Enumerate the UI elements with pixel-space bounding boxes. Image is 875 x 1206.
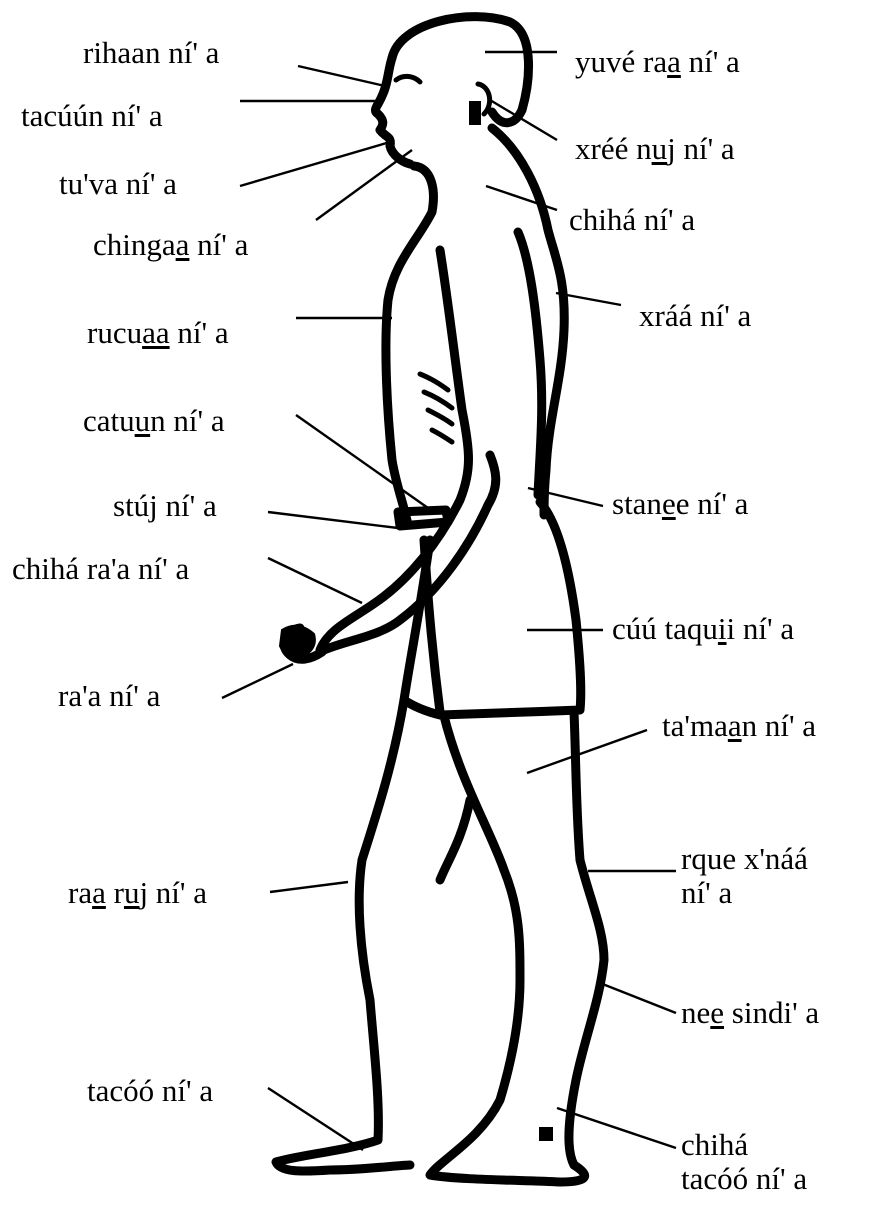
label-tacuun: tacúún ní' a [21,99,163,133]
label-chiha: chihá ní' a [569,203,695,237]
label-text-segment: stúj ní' a [113,488,217,523]
label-text-segment: tu'va ní' a [59,166,177,201]
label-catuun: catuun ní' a [83,404,225,438]
label-text-segment: j ní' a [667,131,735,166]
label-text-segment: e [662,486,676,521]
label-text-segment: u [652,131,668,166]
label-rucuaa: rucuaa ní' a [87,316,229,350]
label-text-segment: i [718,611,727,646]
label-text-segment: aa [142,315,170,350]
label-nee-sindi: nee sindi' a [681,996,819,1030]
label-tacoo: tacóó ní' a [87,1074,213,1108]
leader-chiha-raa [268,558,362,603]
label-text-segment: i ní' a [727,611,795,646]
label-text-segment: ra [68,875,92,910]
leader-stuj [268,512,398,528]
label-rihaan: rihaan ní' a [83,36,219,70]
label-xree: xréé nuj ní' a [575,132,735,166]
label-text-segment: r [106,875,124,910]
label-tamaan: ta'maan ní' a [662,709,816,743]
label-yuve: yuvé raa ní' a [575,45,740,79]
label-text-segment: rihaan ní' a [83,35,219,70]
label-text-segment: stan [612,486,662,521]
label-text-segment: n ní' a [150,403,224,438]
leader-tacoo [268,1088,363,1150]
label-text-segment: tacóó ní' a [681,1162,807,1196]
label-raa-ruj: raa ruj ní' a [68,876,207,910]
leader-chiha [486,186,557,210]
label-text-segment: u [135,403,151,438]
leader-raa [222,664,293,698]
label-text-segment: a [728,708,742,743]
label-raa: ra'a ní' a [58,679,160,713]
label-text-segment: rucu [87,315,142,350]
label-text-segment: u [124,875,140,910]
label-xraa: xráá ní' a [639,299,751,333]
figure-outline [276,17,604,1182]
label-text-segment: a [667,44,681,79]
label-text-segment: e [710,995,724,1030]
leader-rihaan [298,66,385,86]
label-text-segment: a [176,227,190,262]
leader-nee-sindi [600,983,676,1013]
label-text-segment: rque x'náá [681,841,808,876]
label-text-segment: tacúún ní' a [21,98,163,133]
label-text-segment: chinga [93,227,176,262]
label-text-segment: tacóó ní' a [87,1073,213,1108]
label-cuu-taquii: cúú taquii ní' a [612,612,794,646]
label-text-segment: j ní' a [139,875,207,910]
leader-tamaan [527,730,647,773]
label-text-segment: chihá [681,1127,748,1162]
label-text-segment: ní' a [189,227,248,262]
leader-tuva [240,142,390,186]
label-text-segment: chihá ní' a [569,202,695,237]
label-text-segment: ta'ma [662,708,728,743]
label-text-segment: chihá ra'a ní' a [12,551,189,586]
label-text-segment: sindi' a [724,995,819,1030]
label-text-segment: ra'a ní' a [58,678,160,713]
leader-chiha-tacoo [557,1108,676,1148]
label-text-segment: cúú taqu [612,611,718,646]
label-text-segment: catu [83,403,135,438]
leader-raa-ruj [270,882,348,892]
label-text-segment: xráá ní' a [639,298,751,333]
label-text-segment: ní' a [681,876,808,910]
label-text-segment: a [92,875,106,910]
label-tuva: tu'va ní' a [59,167,177,201]
label-text-segment: xréé n [575,131,652,166]
leader-catuun [296,415,428,508]
label-text-segment: ní' a [170,315,229,350]
label-stuj: stúj ní' a [113,489,217,523]
label-text-segment: ní' a [681,44,740,79]
label-text-segment: ne [681,995,710,1030]
label-text-segment: yuvé ra [575,44,667,79]
label-stanee: stanee ní' a [612,487,748,521]
label-chingaa: chingaa ní' a [93,228,248,262]
label-text-segment: n ní' a [742,708,816,743]
label-chiha-raa: chihá ra'a ní' a [12,552,189,586]
label-text-segment: e ní' a [676,486,749,521]
